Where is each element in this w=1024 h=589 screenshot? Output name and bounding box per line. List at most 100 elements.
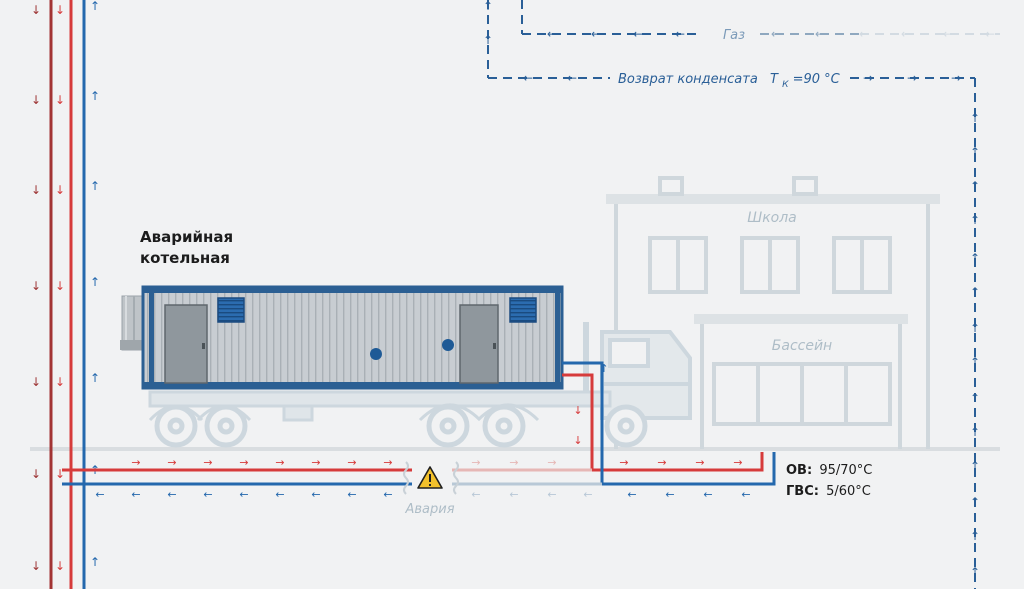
gas-line — [521, 0, 1000, 35]
flow-arrow: ← — [547, 27, 557, 41]
container-door-right — [459, 304, 499, 384]
dashed-line-arrows: ←←←←←←←←←←←←→→→↑↑↑↑↑↑↑↑↑↑↑↑↑↑↑↑ — [483, 0, 995, 579]
flow-arrow: ↓ — [55, 183, 65, 197]
flow-arrow: ↓ — [31, 467, 41, 481]
svg-text:↑: ↑ — [599, 362, 608, 375]
flow-arrow: ← — [859, 27, 869, 41]
flow-arrow: ← — [347, 488, 356, 501]
flow-arrow: → — [863, 71, 873, 85]
flow-arrow: → — [547, 456, 556, 469]
vent-grille-right — [509, 297, 537, 323]
gvs-value: 5/60°С — [826, 484, 871, 499]
gvs-parameter: ГВС: 5/60°С — [786, 484, 871, 499]
flow-arrow: ↓ — [31, 559, 41, 573]
flow-arrow: → — [239, 456, 248, 469]
gas-label: Газ — [723, 28, 745, 43]
flow-arrow: ← — [901, 27, 911, 41]
flow-arrow: ↓ — [31, 183, 41, 197]
flow-arrow: ↑ — [970, 251, 980, 265]
flow-arrow: ↓ — [31, 279, 41, 293]
condensate-line — [487, 0, 976, 589]
riser-arrows: ↓↓↑↓↓↑↓↓↑↓↓↑↓↓↑↓↓↑↓↓↑ — [31, 0, 100, 573]
flow-arrow: ← — [741, 488, 750, 501]
trailer-chassis — [148, 390, 612, 422]
flow-arrow: → — [907, 71, 917, 85]
flow-arrow: ↑ — [483, 33, 493, 47]
flow-arrow: → — [619, 456, 628, 469]
flow-arrow: ← — [547, 488, 556, 501]
flow-arrow: ↓ — [55, 279, 65, 293]
flow-arrow: ↑ — [970, 355, 980, 369]
container-door-left — [164, 304, 208, 384]
flow-arrow: ↑ — [970, 213, 980, 227]
flow-arrow: ↑ — [90, 0, 100, 13]
left-risers — [49, 0, 86, 589]
condensate-temp-symbol: T — [770, 72, 779, 87]
flow-arrow: ↑ — [970, 565, 980, 579]
flow-arrow: ← — [771, 27, 781, 41]
flow-arrow: ↑ — [970, 529, 980, 543]
flow-arrow: ↑ — [970, 179, 980, 193]
flow-arrow: → — [203, 456, 212, 469]
pool-label: Бассейн — [772, 338, 832, 354]
flow-arrow: ← — [815, 27, 825, 41]
flow-arrow: ↑ — [90, 89, 100, 103]
network-flow-arrows: →→→→→→→→→→→→→→→←←←←←←←←←←←←←←←←← — [95, 456, 750, 501]
flow-arrow: ← — [633, 27, 643, 41]
flow-arrow: → — [347, 456, 356, 469]
warning-icon — [417, 466, 443, 489]
condensate-temp-value: =90 °С — [793, 72, 841, 87]
flow-arrow: → — [509, 456, 518, 469]
flow-arrow: ↑ — [90, 371, 100, 385]
flow-arrow: ↓ — [31, 93, 41, 107]
flow-arrow: ↓ — [55, 559, 65, 573]
flow-arrow: ← — [675, 27, 685, 41]
flow-arrow: ← — [591, 27, 601, 41]
flow-arrow: ↓ — [31, 375, 41, 389]
flow-arrow: → — [131, 456, 140, 469]
flow-arrow: ← — [523, 71, 533, 85]
flow-arrow: ← — [567, 71, 577, 85]
flow-arrow: ← — [167, 488, 176, 501]
flow-arrow: ↑ — [970, 425, 980, 439]
flow-arrow: → — [695, 456, 704, 469]
flow-arrow: ← — [311, 488, 320, 501]
flow-arrow: ← — [665, 488, 674, 501]
flow-arrow: ↓ — [55, 375, 65, 389]
wheels — [154, 404, 648, 448]
accident-label: Авария — [404, 502, 454, 517]
vent-grille-left — [217, 297, 245, 323]
flow-arrow: → — [471, 456, 480, 469]
flow-arrow: ↑ — [90, 275, 100, 289]
flow-arrow: ↓ — [55, 3, 65, 17]
flow-arrow: ↓ — [55, 467, 65, 481]
flow-arrow: ↑ — [970, 391, 980, 405]
gvs-label: ГВС: — [786, 484, 819, 499]
flow-arrow: → — [657, 456, 666, 469]
flow-arrow: ← — [471, 488, 480, 501]
flow-arrow: → — [311, 456, 320, 469]
boiler-title-line2: котельная — [140, 249, 230, 267]
flow-arrow: ← — [95, 488, 104, 501]
school-building — [606, 176, 940, 449]
flow-arrow: ← — [383, 488, 392, 501]
flow-arrow: ← — [703, 488, 712, 501]
flow-arrow: ↑ — [970, 459, 980, 473]
flow-arrow: → — [167, 456, 176, 469]
flow-arrow: ↑ — [90, 179, 100, 193]
boiler-title-line1: Аварийная — [140, 228, 233, 246]
svg-text:↓: ↓ — [573, 404, 582, 417]
flow-arrow: ← — [239, 488, 248, 501]
ov-parameter: ОВ: 95/70°С — [786, 463, 872, 478]
condensate-label: Возврат конденсата T К =90 °С — [618, 72, 841, 91]
flow-arrow: ↑ — [970, 321, 980, 335]
flow-arrow: ↑ — [970, 145, 980, 159]
school-label: Школа — [747, 210, 797, 226]
flow-arrow: → — [951, 71, 961, 85]
flow-arrow: ← — [943, 27, 953, 41]
flow-arrow: → — [275, 456, 284, 469]
chimney — [120, 295, 144, 351]
pipe-break-marks — [403, 461, 459, 495]
flow-arrow: ↓ — [55, 93, 65, 107]
